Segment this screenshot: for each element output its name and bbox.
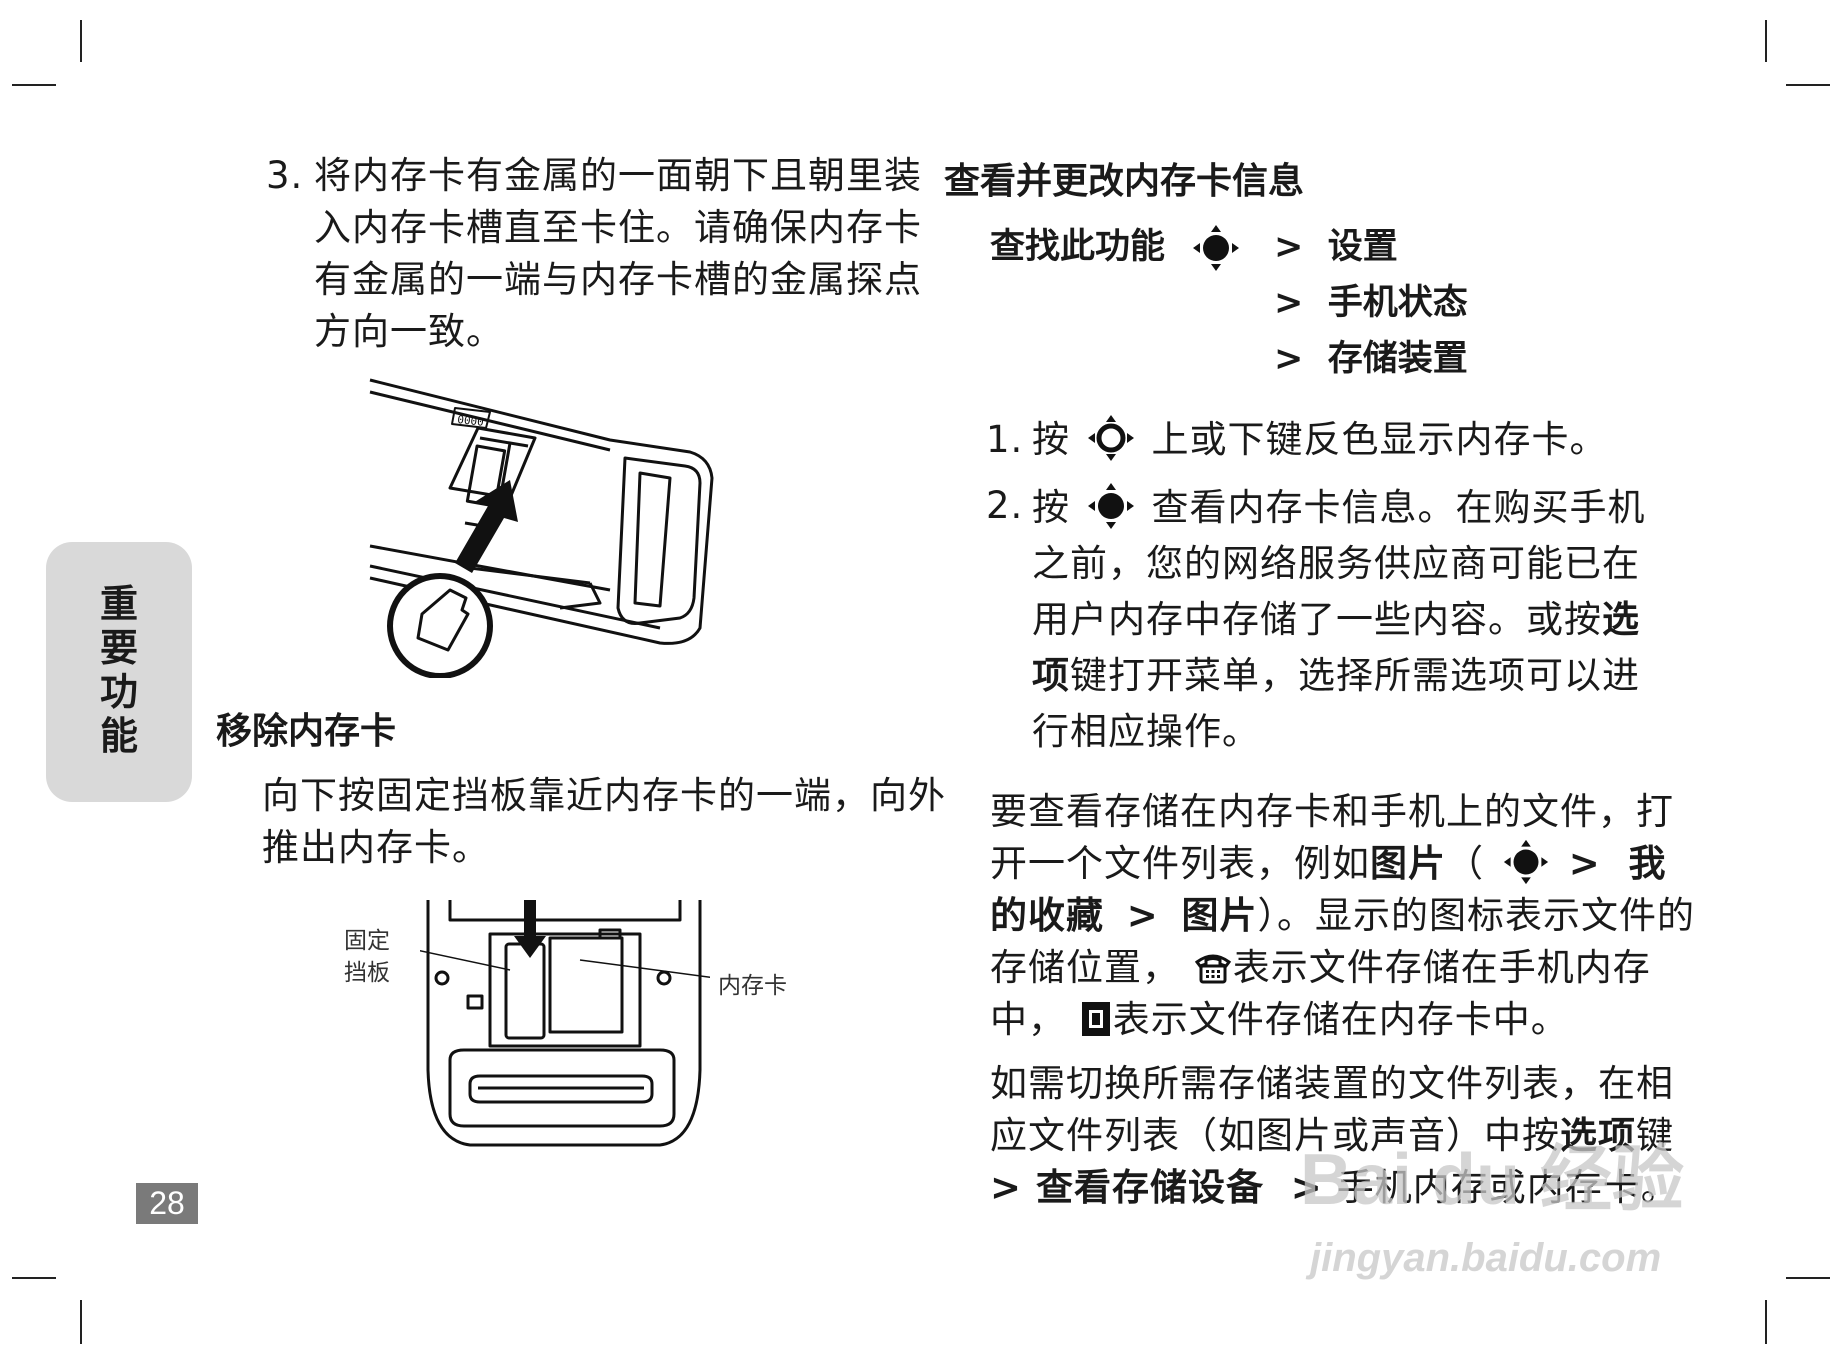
path-separator: > bbox=[990, 1166, 1023, 1209]
step-1-pre: 按 bbox=[1032, 418, 1070, 461]
remove-line: 推出内存卡。 bbox=[262, 826, 490, 869]
section-tab-char: 能 bbox=[99, 714, 138, 758]
crop-mark bbox=[12, 84, 56, 86]
step-2-line: 用户内存中存储了一些内容。或按 bbox=[1032, 598, 1602, 641]
crop-mark bbox=[1786, 1277, 1830, 1279]
crop-mark bbox=[80, 1300, 82, 1344]
step-2-line: 行相应操作。 bbox=[1032, 710, 1260, 753]
step-3-line: 入内存卡槽直至卡住。请确保内存卡 bbox=[314, 206, 922, 249]
paren-open: （ bbox=[1446, 842, 1484, 885]
step-2-line: 之前，您的网络服务供应商可能已在 bbox=[1032, 542, 1640, 585]
paragraph-line: 存储位置， bbox=[990, 946, 1180, 989]
paragraph-line: ）。显示的图标表示文件的 bbox=[1257, 894, 1696, 937]
view-storage-device-label: 查看存储设备 bbox=[1036, 1166, 1265, 1209]
fixing-plate-label-line: 固定 bbox=[344, 928, 390, 954]
step-3-text: 将内存卡有金属的一面朝下且朝里装 入内存卡槽直至卡住。请确保内存卡 有金属的一端… bbox=[314, 150, 922, 358]
zoom-circle bbox=[387, 573, 493, 678]
section-tab-char: 要 bbox=[99, 626, 138, 670]
switch-storage-paragraph: 如需切换所需存储装置的文件列表，在相 应文件列表（如图片或声音）中按选项键 > 查… bbox=[990, 1058, 1679, 1214]
file-list-paragraph: 要查看存储在内存卡和手机上的文件，打 开一个文件列表，例如图片（ > 我 的收藏… bbox=[990, 786, 1695, 1046]
step-1-text: 按 上或下键反色显示内存卡。 bbox=[1032, 414, 1608, 466]
watermark-url: jingyan.baidu.com bbox=[1310, 1236, 1662, 1280]
path-separator: > bbox=[1290, 1166, 1323, 1209]
card-insert-illustration: 0000 bbox=[369, 378, 714, 678]
crop-mark bbox=[80, 20, 82, 62]
section-heading: 查看并更改内存卡信息 bbox=[944, 160, 1305, 202]
nav-key-outline-icon bbox=[1087, 414, 1134, 461]
nav-key-icon bbox=[1193, 225, 1239, 271]
menu-path-my-favorites: > 我 bbox=[1568, 842, 1667, 885]
options-key-label: 选项 bbox=[1560, 1114, 1636, 1157]
paragraph-line: 手机内存或内存卡。 bbox=[1336, 1166, 1679, 1209]
step-3-line: 方向一致。 bbox=[314, 310, 504, 353]
press-down-arrow-icon bbox=[514, 900, 546, 958]
paragraph-line: 如需切换所需存储装置的文件列表，在相 bbox=[990, 1062, 1674, 1105]
crop-mark bbox=[1765, 1300, 1767, 1344]
menu-path-settings: > 设置 bbox=[1274, 227, 1398, 267]
section-tab: 重 要 功 能 bbox=[46, 542, 192, 802]
crop-mark bbox=[1786, 84, 1830, 86]
find-feature-label: 查找此功能 bbox=[990, 227, 1166, 267]
phone-icon bbox=[1194, 954, 1231, 983]
path-separator: > bbox=[1126, 894, 1159, 937]
step-1-post: 上或下键反色显示内存卡。 bbox=[1151, 418, 1608, 461]
options-key-label: 选 bbox=[1602, 598, 1640, 641]
fixing-plate-label: 固定 挡板 bbox=[344, 925, 390, 989]
pictures-label: 图片 bbox=[1181, 894, 1258, 937]
remove-line: 向下按固定挡板靠近内存卡的一端，向外 bbox=[262, 774, 946, 817]
page-number: 28 bbox=[136, 1183, 198, 1224]
paragraph-line: 表示文件存储在内存卡中。 bbox=[1112, 998, 1569, 1041]
step-2-post: 查看内存卡信息。在购买手机 bbox=[1151, 486, 1646, 529]
step-1-number: 1. bbox=[986, 418, 1024, 461]
memory-card-icon bbox=[1081, 1001, 1110, 1036]
menu-path-storage-device: > 存储装置 bbox=[1274, 339, 1468, 379]
options-key-label: 项 bbox=[1032, 654, 1070, 697]
step-2-text: 按 查看内存卡信息。在购买手机 之前，您的网络服务供应商可能已在 用户内存中存储… bbox=[1032, 480, 1646, 760]
nav-key-icon bbox=[1087, 482, 1134, 529]
pictures-label: 图片 bbox=[1370, 842, 1446, 885]
paragraph-line: 键 bbox=[1636, 1114, 1674, 1157]
micro-sd-card-icon bbox=[416, 588, 470, 652]
step-2-pre: 按 bbox=[1032, 486, 1070, 529]
remove-card-heading: 移除内存卡 bbox=[216, 710, 397, 752]
memory-slot-label: 0000 bbox=[457, 413, 485, 429]
step-3-number: 3. bbox=[266, 154, 304, 197]
memory-card-label: 内存卡 bbox=[718, 973, 787, 999]
section-tab-char: 功 bbox=[99, 670, 138, 714]
step-3-line: 将内存卡有金属的一面朝下且朝里装 bbox=[314, 154, 922, 197]
card-remove-illustration bbox=[420, 900, 710, 1147]
paragraph-line: 开一个文件列表，例如 bbox=[990, 842, 1370, 885]
menu-path-phone-status: > 手机状态 bbox=[1274, 283, 1468, 323]
watermark-brand: Bai du 经验 bbox=[1300, 1140, 1685, 1220]
step-2-number: 2. bbox=[986, 484, 1024, 527]
crop-mark bbox=[1765, 20, 1767, 62]
insert-arrow-icon bbox=[455, 480, 518, 573]
paragraph-line: 表示文件存储在手机内存 bbox=[1232, 946, 1651, 989]
paragraph-line: 要查看存储在内存卡和手机上的文件，打 bbox=[990, 790, 1674, 833]
paragraph-line: 中， bbox=[990, 998, 1066, 1041]
section-tab-char: 重 bbox=[99, 582, 138, 626]
fixing-plate-label-line: 挡板 bbox=[344, 960, 390, 986]
step-2-line: 键打开菜单，选择所需选项可以进 bbox=[1070, 654, 1640, 697]
paragraph-line: 应文件列表（如图片或声音）中按 bbox=[990, 1114, 1560, 1157]
crop-mark bbox=[12, 1277, 56, 1279]
remove-card-text: 向下按固定挡板靠近内存卡的一端，向外 推出内存卡。 bbox=[262, 770, 946, 874]
nav-key-icon bbox=[1503, 839, 1548, 884]
step-3-line: 有金属的一端与内存卡槽的金属探点 bbox=[314, 258, 922, 301]
my-favorites-label: 的收藏 bbox=[990, 894, 1104, 937]
